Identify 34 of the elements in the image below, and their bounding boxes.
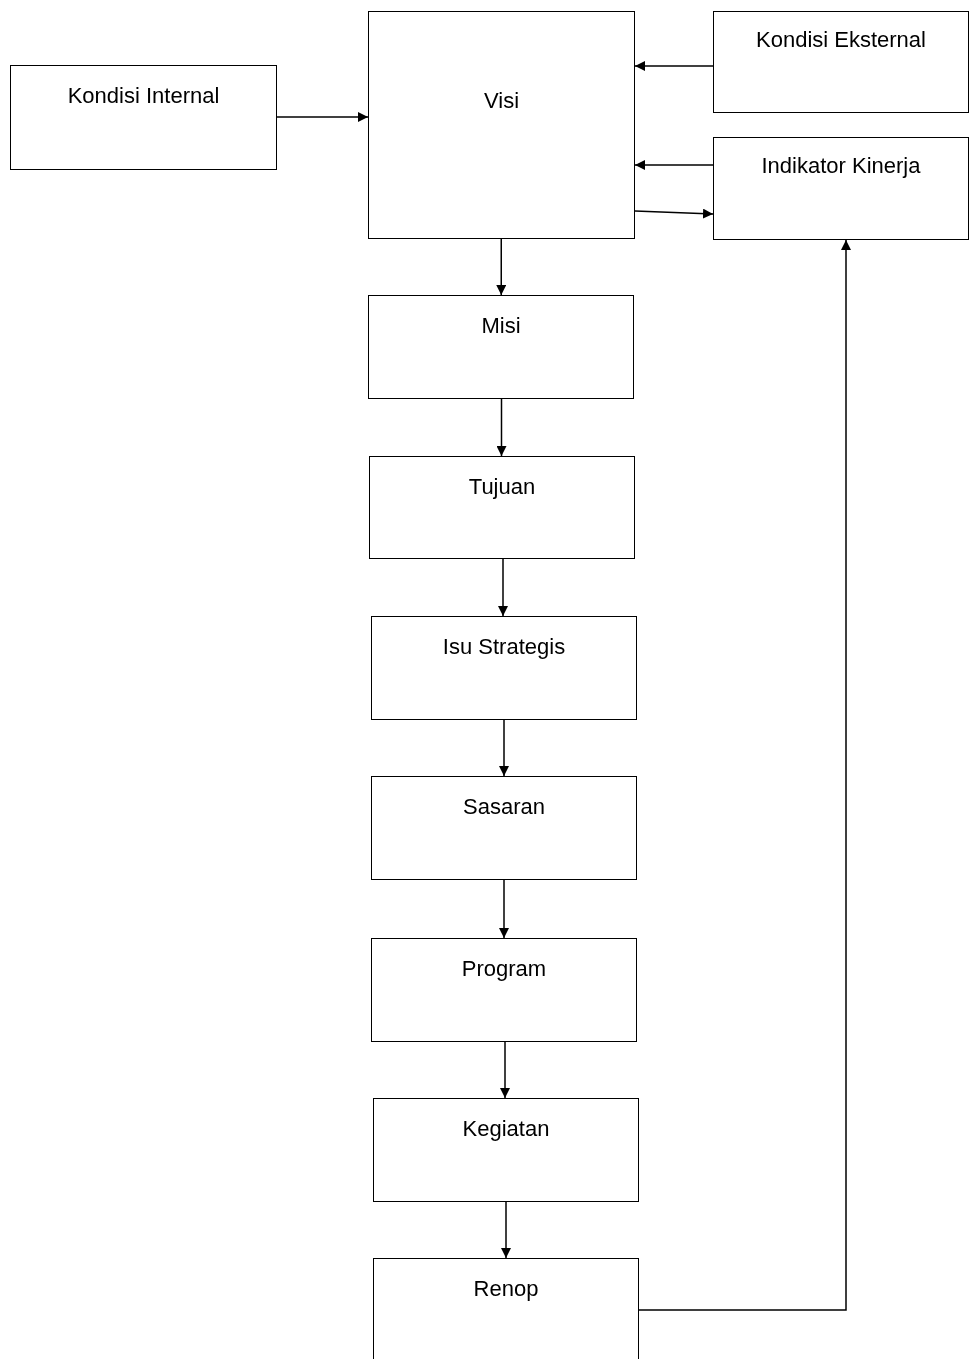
box-label: Tujuan [468, 473, 536, 501]
arrow [634, 160, 714, 170]
arrow [498, 558, 508, 617]
box-label: Visi [483, 87, 520, 115]
box-label: Kegiatan [462, 1115, 550, 1143]
box-label: Kondisi Eksternal [756, 26, 926, 54]
box-label: Misi [481, 312, 521, 340]
arrow [499, 719, 509, 777]
process-box [368, 295, 634, 399]
arrow [634, 208, 714, 219]
process-box [371, 616, 637, 720]
process-box [368, 11, 635, 239]
arrow [499, 879, 509, 939]
process-box [373, 1258, 639, 1359]
box-label: Kondisi Internal [67, 82, 220, 110]
box-label: Isu Strategis [442, 633, 566, 661]
process-box [369, 456, 635, 559]
arrow [638, 239, 851, 1311]
process-box [371, 776, 637, 880]
box-label: Indikator Kinerja [761, 152, 921, 180]
process-box [371, 938, 637, 1042]
arrow [501, 1201, 511, 1259]
process-box [10, 65, 277, 170]
arrow [496, 238, 507, 296]
process-box [373, 1098, 639, 1202]
arrow [500, 1041, 510, 1099]
process-box [713, 137, 969, 240]
box-label: Program [461, 955, 547, 983]
box-label: Sasaran [463, 793, 545, 821]
box-label: Renop [473, 1275, 539, 1303]
arrow [276, 112, 369, 122]
arrow [634, 61, 714, 71]
arrow [496, 398, 507, 457]
process-box [713, 11, 969, 113]
